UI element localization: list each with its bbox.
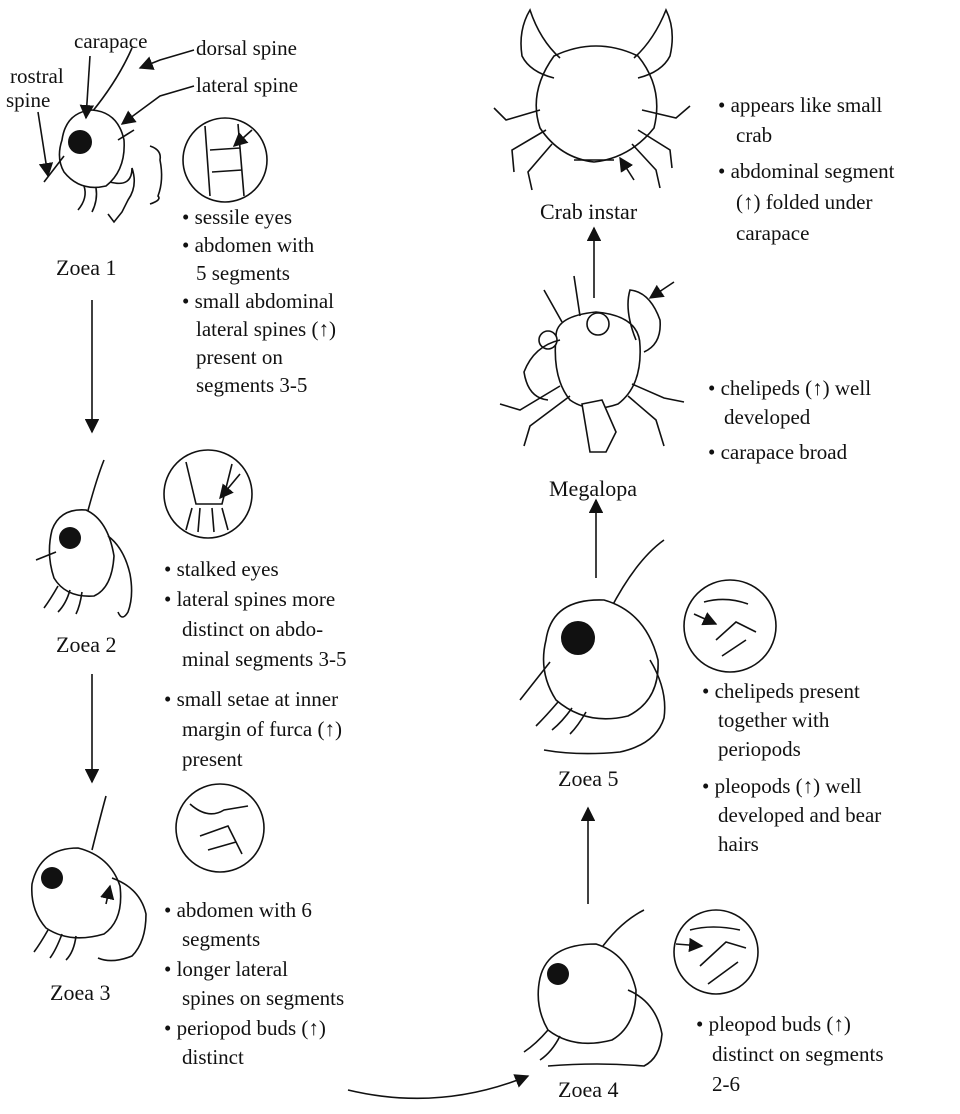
stage-label-zoea3: Zoea 3 [50, 980, 110, 1005]
note-line: distinct on segments [712, 1042, 884, 1066]
note-line: 5 segments [196, 261, 290, 285]
zoea2-illustration [36, 460, 132, 617]
zoea2-detail-circle [164, 450, 252, 538]
note-line: developed and bear [718, 803, 881, 827]
note-line: • longer lateral [164, 957, 288, 981]
label-dorsal-spine: dorsal spine [196, 36, 297, 60]
note-line: segments [182, 927, 260, 951]
note-line: distinct [182, 1045, 244, 1069]
label-carapace: carapace [74, 29, 147, 53]
zoea4-illustration [524, 910, 662, 1066]
zoea3-detail-circle [176, 784, 264, 872]
note-line: margin of furca (↑) [182, 717, 342, 741]
note-line: 2-6 [712, 1072, 740, 1096]
megalopa-illustration [500, 276, 684, 452]
zoea5-illustration [520, 540, 665, 754]
notes-zoea5: • chelipeds present together with periop… [702, 679, 881, 856]
stage-label-crab-instar: Crab instar [540, 199, 638, 224]
notes-zoea2: • stalked eyes • lateral spines more dis… [164, 557, 346, 771]
note-line: (↑) folded under [736, 190, 872, 214]
note-line: developed [724, 405, 811, 429]
stage-label-zoea4: Zoea 4 [558, 1077, 618, 1102]
note-line: • appears like small [718, 93, 882, 117]
zoea1-detail-circle [183, 118, 267, 202]
note-line: • carapace broad [708, 440, 848, 464]
note-line: segments 3-5 [196, 373, 307, 397]
note-line: spines on segments [182, 986, 344, 1010]
note-line: lateral spines (↑) [196, 317, 336, 341]
note-line: carapace [736, 221, 809, 245]
arrow-zoea3-to-zoea4 [348, 1076, 528, 1098]
zoea5-detail-circle [684, 580, 776, 672]
note-line: • lateral spines more [164, 587, 335, 611]
notes-zoea1: • sessile eyes • abdomen with 5 segments… [182, 205, 336, 397]
note-line: distinct on abdo- [182, 617, 323, 641]
zoea3-illustration [32, 796, 146, 961]
note-line: hairs [718, 832, 759, 856]
note-line: • small abdominal [182, 289, 334, 313]
note-line: together with [718, 708, 830, 732]
stage-label-zoea1: Zoea 1 [56, 255, 116, 280]
note-line: crab [736, 123, 772, 147]
note-line: present [182, 747, 243, 771]
note-line: • abdomen with 6 [164, 898, 312, 922]
note-line: • small setae at inner [164, 687, 338, 711]
label-rostral: rostral [10, 64, 64, 88]
stage-label-zoea2: Zoea 2 [56, 632, 116, 657]
notes-zoea3: • abdomen with 6 segments • longer later… [164, 898, 344, 1069]
note-line: • abdomen with [182, 233, 315, 257]
zoea4-detail-circle [674, 910, 758, 994]
note-line: periopods [718, 737, 801, 761]
label-lateral-spine: lateral spine [196, 73, 298, 97]
note-line: present on [196, 345, 283, 369]
notes-megalopa: • chelipeds (↑) well developed • carapac… [708, 376, 871, 464]
note-line: • periopod buds (↑) [164, 1016, 326, 1040]
stage-label-zoea5: Zoea 5 [558, 766, 618, 791]
stage-label-megalopa: Megalopa [549, 476, 637, 501]
note-line: • sessile eyes [182, 205, 292, 229]
label-spine: spine [6, 88, 50, 112]
notes-crab-instar: • appears like small crab • abdominal se… [718, 93, 895, 245]
notes-zoea4: • pleopod buds (↑) distinct on segments … [696, 1012, 884, 1096]
note-line: • stalked eyes [164, 557, 279, 581]
note-line: • abdominal segment [718, 159, 895, 183]
note-line: • chelipeds present [702, 679, 860, 703]
note-line: minal segments 3-5 [182, 647, 346, 671]
note-line: • pleopod buds (↑) [696, 1012, 851, 1036]
note-line: • pleopods (↑) well [702, 774, 862, 798]
crab-instar-illustration [494, 10, 690, 190]
note-line: • chelipeds (↑) well [708, 376, 871, 400]
